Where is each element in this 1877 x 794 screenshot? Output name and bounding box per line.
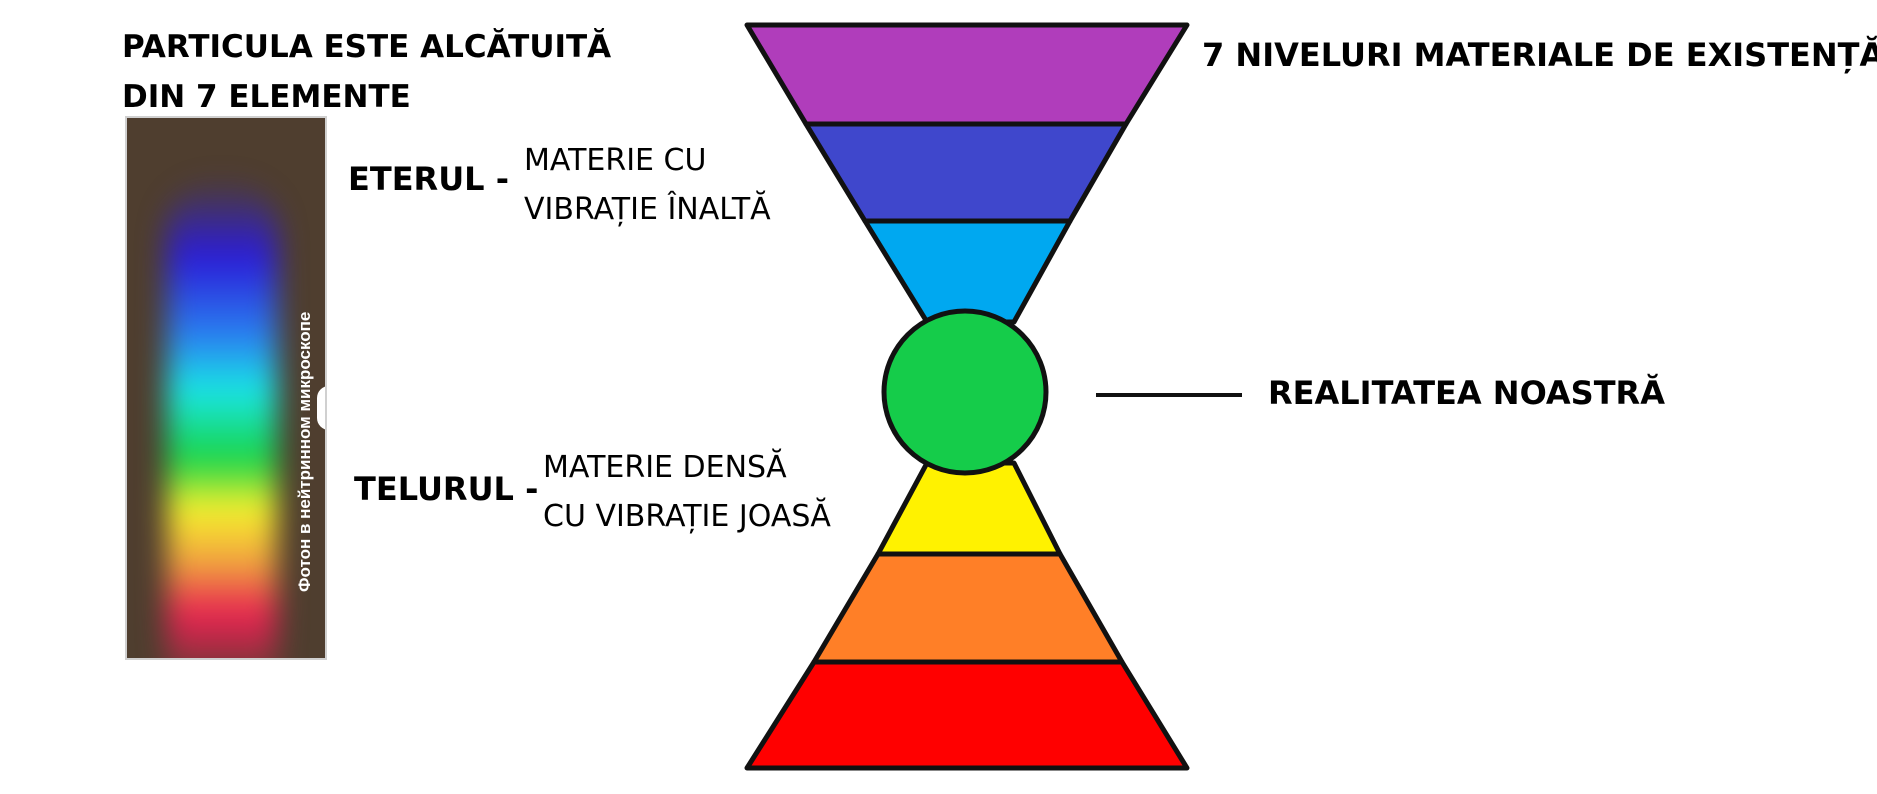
left-title: PARTICULA ESTE ALCĂTUITĂ DIN 7 ELEMENTE (122, 22, 611, 122)
reality-label: REALITATEA NOASTRĂ (1268, 374, 1665, 412)
right-title: 7 NIVELURI MATERIALE DE EXISTENȚĂ (1202, 36, 1877, 74)
level-band-top-1 (744, 22, 1190, 127)
telurul-desc-line2: CU VIBRAȚIE JOASĂ (543, 499, 831, 534)
eterul-description: MATERIE CU VIBRAȚIE ÎNALTĂ (524, 136, 771, 234)
eterul-desc-line1: MATERIE CU (524, 143, 707, 178)
telurul-description: MATERIE DENSĂ CU VIBRAȚIE JOASĂ (543, 443, 831, 541)
left-title-line2: DIN 7 ELEMENTE (122, 79, 411, 115)
left-title-line1: PARTICULA ESTE ALCĂTUITĂ (122, 29, 612, 65)
level-band-bottom-1 (744, 659, 1190, 771)
level-circle-center (881, 308, 1049, 476)
level-band-bottom-3 (875, 460, 1063, 557)
eterul-label: ETERUL - (348, 160, 509, 198)
level-band-top-3 (862, 218, 1073, 325)
eterul-desc-line2: VIBRAȚIE ÎNALTĂ (524, 192, 771, 227)
photon-photo: Фотон в нейтринном микроскопе (125, 116, 327, 660)
level-band-bottom-2 (811, 551, 1125, 665)
level-band-top-2 (803, 121, 1129, 224)
photo-notch (317, 386, 325, 430)
reality-pointer-line (1096, 393, 1242, 397)
photon-glow-image (167, 178, 277, 658)
telurul-desc-line1: MATERIE DENSĂ (543, 450, 787, 485)
telurul-label: TELURUL - (354, 470, 539, 508)
